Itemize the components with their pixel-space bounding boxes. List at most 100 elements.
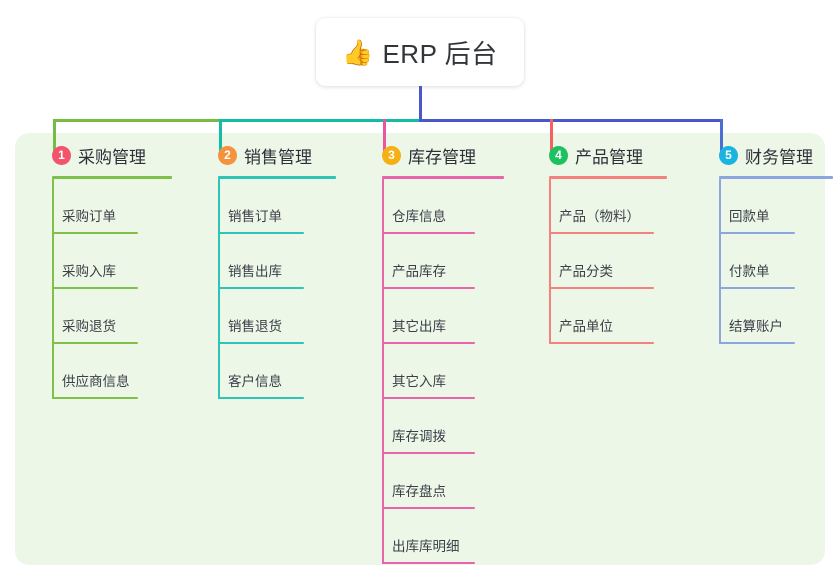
drop-line-1 xyxy=(53,119,56,152)
branch-item-rule xyxy=(218,397,304,399)
branch-header-1[interactable]: 1 采购管理 xyxy=(30,142,180,168)
branch-item-rule xyxy=(549,287,654,289)
branch-item-label: 其它出库 xyxy=(392,319,446,334)
branch-spine xyxy=(52,179,54,399)
branch-spine xyxy=(382,179,384,564)
branch-header-3[interactable]: 3 库存管理 xyxy=(360,142,520,168)
branch-item-list: 仓库信息产品库存其它出库其它入库库存调拨库存盘点出库库明细 xyxy=(360,179,520,564)
branch-item-rule xyxy=(218,232,304,234)
branch-item[interactable]: 其它入库 xyxy=(360,344,520,399)
branch-item[interactable]: 产品单位 xyxy=(527,289,687,344)
branch-column-3: 3 库存管理仓库信息产品库存其它出库其它入库库存调拨库存盘点出库库明细 xyxy=(360,142,520,564)
branch-item-rule xyxy=(382,397,475,399)
branch-item[interactable]: 产品分类 xyxy=(527,234,687,289)
branch-number-badge: 4 xyxy=(549,145,568,165)
branch-item[interactable]: 仓库信息 xyxy=(360,179,520,234)
branch-header-label: 库存管理 xyxy=(408,147,476,167)
branch-header-label: 销售管理 xyxy=(244,147,312,167)
branch-item[interactable]: 客户信息 xyxy=(196,344,346,399)
branch-header-4[interactable]: 4 产品管理 xyxy=(527,142,687,168)
branch-item-label: 产品分类 xyxy=(559,264,613,279)
branch-item-label: 其它入库 xyxy=(392,374,446,389)
branch-item-label: 客户信息 xyxy=(228,374,282,389)
branch-item-label: 库存盘点 xyxy=(392,484,446,499)
branch-item[interactable]: 库存调拨 xyxy=(360,399,520,454)
branch-item-rule xyxy=(719,287,795,289)
branch-item-label: 库存调拨 xyxy=(392,429,446,444)
branch-spine xyxy=(549,179,551,344)
branch-item[interactable]: 产品库存 xyxy=(360,234,520,289)
branch-item-label: 付款单 xyxy=(729,264,770,279)
branch-header-rule xyxy=(218,176,336,179)
branch-header-rule xyxy=(549,176,667,179)
branch-item[interactable]: 销售出库 xyxy=(196,234,346,289)
branch-column-5: 5 财务管理回款单付款单结算账户 xyxy=(697,142,837,344)
branch-column-1: 1 采购管理采购订单采购入库采购退货供应商信息 xyxy=(30,142,180,399)
branch-column-2: 2 销售管理销售订单销售出库销售退货客户信息 xyxy=(196,142,346,399)
branch-item-rule xyxy=(382,562,475,564)
branch-item[interactable]: 采购订单 xyxy=(30,179,180,234)
branch-item-list: 产品（物料） 产品分类产品单位 xyxy=(527,179,687,344)
branch-item[interactable]: 采购入库 xyxy=(30,234,180,289)
drop-line-2 xyxy=(219,119,222,152)
branch-item[interactable]: 回款单 xyxy=(697,179,837,234)
branch-number-badge: 3 xyxy=(382,145,401,165)
branch-number-badge: 2 xyxy=(218,145,237,165)
branch-item-rule xyxy=(382,232,475,234)
branch-item-rule xyxy=(382,287,475,289)
branch-item[interactable]: 出库库明细 xyxy=(360,509,520,564)
drop-line-5 xyxy=(720,119,723,152)
branch-header-label: 财务管理 xyxy=(745,147,813,167)
thumbs-up-icon: 👍 xyxy=(342,37,374,67)
branch-item-list: 销售订单销售出库销售退货客户信息 xyxy=(196,179,346,399)
branch-item[interactable]: 销售退货 xyxy=(196,289,346,344)
drop-line-4 xyxy=(550,119,553,152)
branch-header-5[interactable]: 5 财务管理 xyxy=(697,142,837,168)
branch-item-list: 回款单付款单结算账户 xyxy=(697,179,837,344)
branch-item-rule xyxy=(719,232,795,234)
branch-item[interactable]: 产品（物料） xyxy=(527,179,687,234)
branch-header-label: 产品管理 xyxy=(575,147,643,167)
root-node[interactable]: 👍 ERP 后台 xyxy=(316,18,524,86)
branch-item-list: 采购订单采购入库采购退货供应商信息 xyxy=(30,179,180,399)
branch-item-label: 采购订单 xyxy=(62,209,116,224)
branch-item-label: 采购退货 xyxy=(62,319,116,334)
branch-number-badge: 1 xyxy=(52,145,71,165)
branch-item-label: 产品（物料） xyxy=(559,209,640,224)
branch-item-rule xyxy=(382,342,475,344)
branch-header-rule xyxy=(52,176,172,179)
branch-item-label: 销售订单 xyxy=(228,209,282,224)
branch-item-rule xyxy=(52,287,138,289)
branch-item-label: 出库库明细 xyxy=(392,539,460,554)
branch-item[interactable]: 供应商信息 xyxy=(30,344,180,399)
branch-item-rule xyxy=(549,232,654,234)
branch-header-label: 采购管理 xyxy=(78,147,146,167)
branch-spine xyxy=(719,179,721,344)
branch-item[interactable]: 付款单 xyxy=(697,234,837,289)
branch-item[interactable]: 采购退货 xyxy=(30,289,180,344)
bus-segment-green xyxy=(53,119,219,122)
diagram-panel xyxy=(15,133,825,565)
root-node-label: ERP 后台 xyxy=(382,38,498,69)
branch-item-rule xyxy=(52,342,138,344)
branch-item-rule xyxy=(52,397,138,399)
branch-item-rule xyxy=(52,232,138,234)
bus-segment-blue xyxy=(419,119,723,122)
branch-number-badge: 5 xyxy=(719,145,738,165)
branch-item[interactable]: 销售订单 xyxy=(196,179,346,234)
branch-item-label: 销售出库 xyxy=(228,264,282,279)
branch-item-label: 仓库信息 xyxy=(392,209,446,224)
branch-item-label: 产品单位 xyxy=(559,319,613,334)
branch-header-rule xyxy=(719,176,833,179)
bus-segment-teal xyxy=(219,119,419,122)
branch-item-rule xyxy=(218,287,304,289)
branch-item[interactable]: 结算账户 xyxy=(697,289,837,344)
drop-line-3 xyxy=(383,119,386,152)
branch-item-label: 产品库存 xyxy=(392,264,446,279)
root-stem-line xyxy=(419,86,422,122)
branch-item[interactable]: 其它出库 xyxy=(360,289,520,344)
branch-header-2[interactable]: 2 销售管理 xyxy=(196,142,346,168)
branch-item-label: 供应商信息 xyxy=(62,374,130,389)
branch-item[interactable]: 库存盘点 xyxy=(360,454,520,509)
